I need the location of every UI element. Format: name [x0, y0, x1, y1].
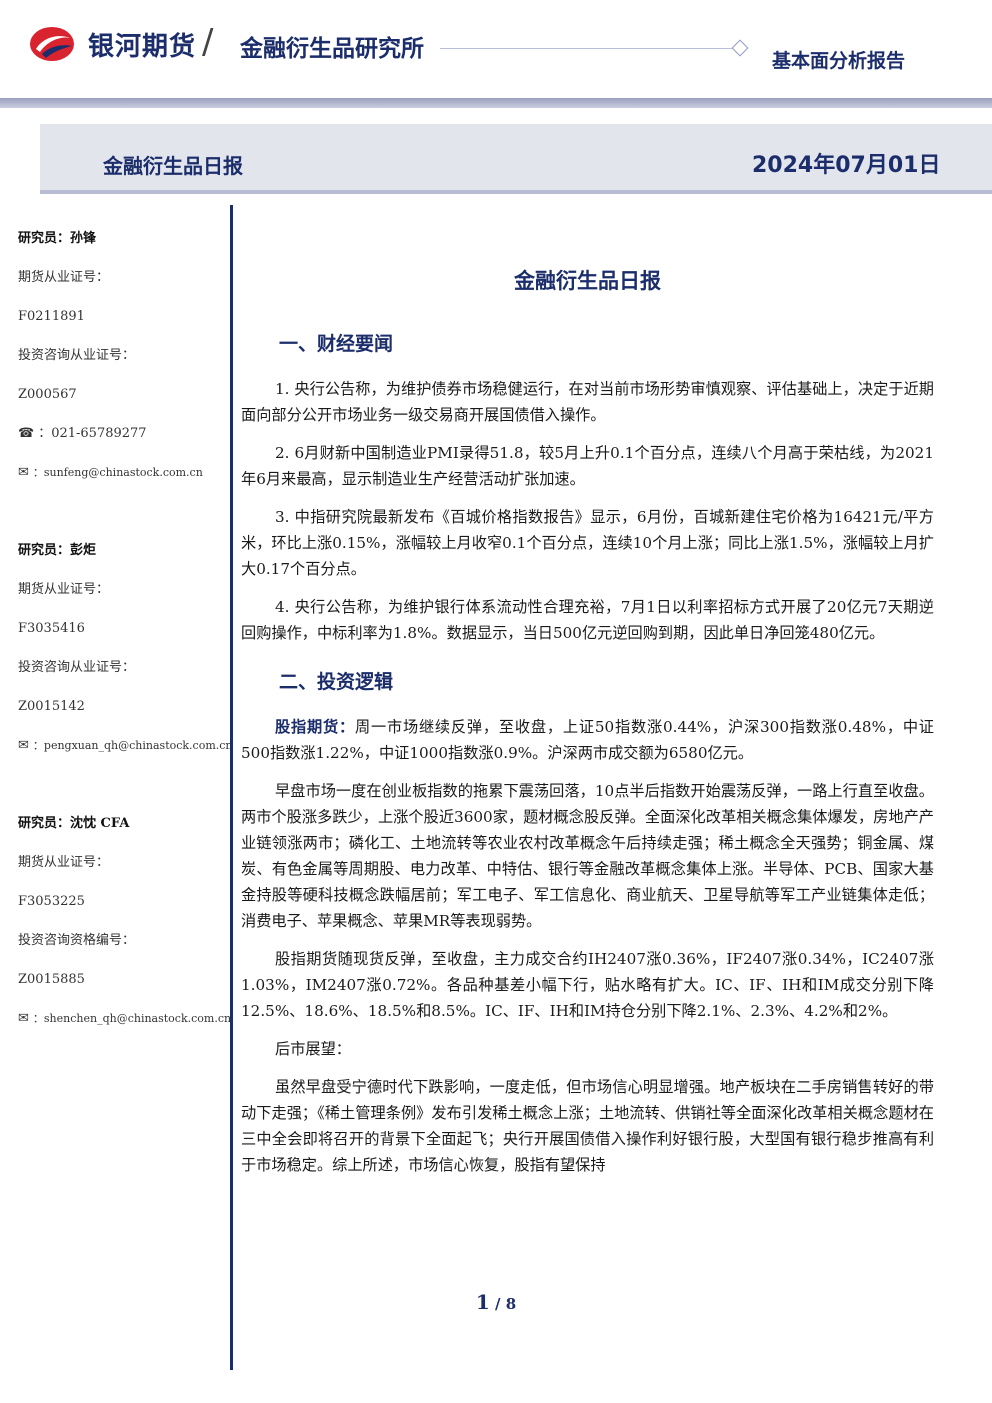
news-item: 1. 央行公告称，为维护债券市场稳健运行，在对当前市场形势审慎观察、评估基础上，…	[241, 380, 934, 424]
phone-row: ☎：021-65789277	[18, 423, 230, 462]
email-icon: ✉	[18, 1011, 29, 1026]
outlook-label: 后市展望：	[275, 1040, 351, 1058]
consult-label: 投资咨询从业证号：	[18, 348, 136, 363]
email-link[interactable]: ：shenchen_qh@chinastock.com.cn	[32, 1012, 232, 1025]
header-band	[0, 98, 992, 108]
current-page: 1	[475, 1290, 490, 1314]
lead-text: 周一市场继续反弹，至收盘，上证50指数涨0.44%，沪深300指数涨0.48%，…	[241, 718, 934, 762]
researcher-name: 研究员：彭炬	[18, 543, 97, 558]
diamond-icon	[731, 39, 749, 57]
consult-number: Z0015885	[18, 972, 85, 987]
consult-label: 投资咨询资格编号：	[18, 933, 136, 948]
email-link[interactable]: ：sunfeng@chinastock.com.cn	[32, 466, 203, 479]
news-item: 3. 中指研究院最新发布《百城价格指数报告》显示，6月份，百城新建住宅价格为16…	[241, 508, 934, 578]
researcher-card: 研究员：孙锋 期货从业证号： F0211891 投资咨询从业证号： Z00056…	[18, 228, 230, 501]
license-number: F3035416	[18, 621, 85, 636]
researcher-sidebar: 研究员：孙锋 期货从业证号： F0211891 投资咨询从业证号： Z00056…	[18, 228, 233, 1047]
header-slash: /	[202, 22, 214, 62]
email-icon: ✉	[18, 738, 29, 753]
license-label: 期货从业证号：	[18, 855, 110, 870]
header-decoration-line	[440, 48, 734, 49]
researcher-name: 研究员：沈忱 CFA	[18, 816, 130, 831]
researcher-name: 研究员：孙锋	[18, 231, 97, 246]
page-number: 1 / 8	[0, 1290, 992, 1314]
title-banner	[40, 124, 992, 192]
lead-paragraph: 股指期货：周一市场继续反弹，至收盘，上证50指数涨0.44%，沪深300指数涨0…	[241, 714, 934, 766]
email-link[interactable]: ：pengxuan_qh@chinastock.com.cn	[32, 739, 233, 752]
consult-number: Z000567	[18, 387, 77, 402]
news-item: 2. 6月财新中国制造业PMI录得51.8，较5月上升0.1个百分点，连续八个月…	[241, 444, 934, 488]
lead-label: 股指期货：	[275, 718, 355, 736]
phone-number: ：021-65789277	[38, 426, 147, 441]
license-number: F0211891	[18, 309, 85, 324]
galaxy-logo-icon	[30, 27, 74, 61]
body-paragraph: 股指期货随现货反弹，至收盘，主力成交合约IH2407涨0.36%，IF2407涨…	[241, 950, 934, 1020]
body-paragraph: 早盘市场一度在创业板指数的拖累下震荡回落，10点半后指数开始震荡反弹，一路上行直…	[241, 782, 934, 930]
page-separator: /	[489, 1295, 506, 1313]
page-header: 银河期货 / 金融衍生品研究所 基本面分析报告	[0, 0, 992, 96]
news-item: 4. 央行公告称，为维护银行体系流动性合理充裕，7月1日以利率招标方式开展了20…	[241, 598, 934, 642]
total-pages: 8	[505, 1295, 517, 1313]
document-title: 金融衍生品日报	[514, 269, 661, 293]
sidebar-divider	[230, 205, 233, 1370]
banner-title: 金融衍生品日报	[103, 154, 243, 178]
consult-number: Z0015142	[18, 699, 85, 714]
email-row: ✉：sunfeng@chinastock.com.cn	[18, 462, 230, 501]
license-label: 期货从业证号：	[18, 270, 110, 285]
sidebar-spacer	[18, 774, 230, 813]
brand-name: 银河期货	[88, 32, 197, 62]
sidebar-spacer	[18, 501, 230, 540]
report-body: 金融衍生品日报 一、财经要闻 1. 央行公告称，为维护债券市场稳健运行，在对当前…	[241, 266, 934, 1190]
report-type: 基本面分析报告	[772, 50, 906, 72]
license-number: F3053225	[18, 894, 85, 909]
email-row: ✉：pengxuan_qh@chinastock.com.cn	[18, 735, 233, 774]
body-paragraph: 虽然早盘受宁德时代下跌影响，一度走低，但市场信心明显增强。地产板块在二手房销售转…	[241, 1078, 934, 1174]
banner-divider	[40, 190, 992, 194]
section-heading-news: 一、财经要闻	[279, 333, 394, 355]
email-row: ✉：shenchen_qh@chinastock.com.cn	[18, 1008, 232, 1047]
phone-icon: ☎	[18, 426, 35, 441]
institute-name: 金融衍生品研究所	[240, 36, 424, 62]
email-icon: ✉	[18, 465, 29, 480]
researcher-card: 研究员：彭炬 期货从业证号： F3035416 投资咨询从业证号： Z00151…	[18, 540, 233, 774]
section-heading-logic: 二、投资逻辑	[279, 671, 394, 693]
license-label: 期货从业证号：	[18, 582, 110, 597]
researcher-card: 研究员：沈忱 CFA 期货从业证号： F3053225 投资咨询资格编号： Z0…	[18, 813, 232, 1047]
consult-label: 投资咨询从业证号：	[18, 660, 136, 675]
report-date: 2024年07月01日	[752, 153, 941, 178]
